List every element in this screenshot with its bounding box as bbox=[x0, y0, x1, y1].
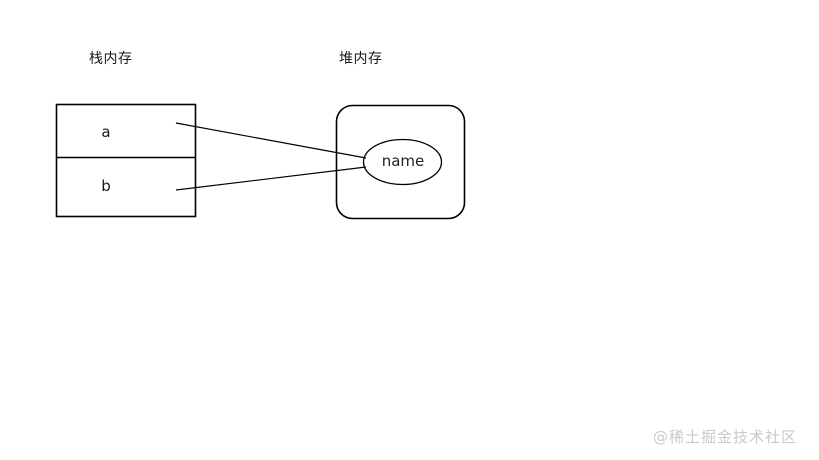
stack-memory-box bbox=[55, 103, 197, 218]
reference-line-a-to-name bbox=[175, 122, 367, 159]
heap-object-label: name bbox=[381, 152, 425, 170]
stack-cell-a-label: a bbox=[101, 123, 111, 141]
heap-memory-region-label: 堆内存 bbox=[339, 51, 383, 67]
stack-cell-b-label: b bbox=[101, 177, 111, 195]
watermark-text: @稀土掘金技术社区 bbox=[652, 428, 797, 446]
heap-object-ellipse bbox=[362, 138, 443, 186]
reference-line-b-to-name bbox=[175, 166, 367, 191]
stack-memory-region-label: 栈内存 bbox=[89, 51, 133, 67]
